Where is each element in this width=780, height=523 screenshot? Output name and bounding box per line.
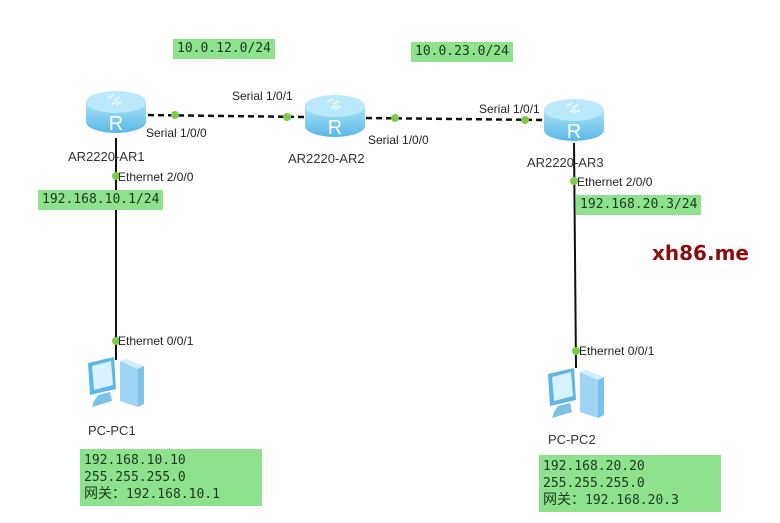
network-label-10-0-23: 10.0.23.0/24 <box>411 42 513 62</box>
gateway-label: 网关： <box>543 492 585 508</box>
router-ar3[interactable]: R <box>542 96 606 143</box>
pc1-config-block: 192.168.10.10 255.255.255.0 网关：192.168.1… <box>80 449 262 506</box>
port-dot <box>112 337 120 345</box>
pc2-config-block: 192.168.20.20 255.255.255.0 网关：192.168.2… <box>539 455 721 512</box>
ethernet-link-ar3-pc2[interactable] <box>573 142 577 369</box>
pc-name-pc2: PC-PC2 <box>548 432 596 447</box>
ip-label-ar1-lan: 192.168.10.1/24 <box>38 190 164 210</box>
gateway-label: 网关： <box>84 486 126 502</box>
pc1-gateway-row: 网关：192.168.10.1 <box>84 486 258 503</box>
pc-pc1[interactable] <box>84 355 148 415</box>
port-dot <box>171 111 179 119</box>
pc-name-pc1: PC-PC1 <box>88 423 136 438</box>
router-icon: R <box>544 99 604 143</box>
pc1-mask: 255.255.255.0 <box>84 470 186 485</box>
router-icon: R <box>86 91 146 135</box>
network-label-10-0-12: 10.0.12.0/24 <box>173 39 275 59</box>
interface-label-ar3-s101: Serial 1/0/1 <box>479 102 540 116</box>
svg-text:R: R <box>328 117 342 138</box>
svg-text:R: R <box>567 121 581 142</box>
serial-link-ar1-ar2[interactable] <box>147 113 307 119</box>
interface-label-ar1-s100: Serial 1/0/0 <box>146 126 207 140</box>
port-dot <box>391 114 399 122</box>
interface-label-ar2-s101: Serial 1/0/1 <box>232 89 293 103</box>
pc2-mask: 255.255.255.0 <box>543 476 645 491</box>
router-ar2[interactable]: R <box>303 92 367 139</box>
interface-label-ar3-e200: Ethernet 2/0/0 <box>577 175 653 189</box>
interface-label-ar1-e200: Ethernet 2/0/0 <box>118 170 194 184</box>
port-dot <box>112 172 120 180</box>
router-name-ar1: AR2220-AR1 <box>68 149 145 164</box>
interface-label-ar2-s100: Serial 1/0/0 <box>368 133 429 147</box>
pc-pc2[interactable] <box>544 366 608 426</box>
interface-label-pc1-e001: Ethernet 0/0/1 <box>118 334 194 348</box>
port-dot <box>572 347 580 355</box>
pc1-ip: 192.168.10.10 <box>84 453 186 468</box>
pc2-ip: 192.168.20.20 <box>543 459 645 474</box>
port-dot <box>521 116 529 124</box>
pc2-gateway-row: 网关：192.168.20.3 <box>543 492 717 509</box>
pc-icon <box>548 368 604 418</box>
router-icon: R <box>305 95 365 139</box>
router-name-ar3: AR2220-AR3 <box>527 155 604 170</box>
port-dot <box>283 113 291 121</box>
port-dot <box>570 177 578 185</box>
router-name-ar2: AR2220-AR2 <box>288 151 365 166</box>
ip-label-ar3-lan: 192.168.20.3/24 <box>576 195 702 215</box>
router-ar1[interactable]: R <box>84 88 148 135</box>
pc2-gateway: 192.168.20.3 <box>585 493 679 508</box>
watermark: xh86.me <box>652 241 749 265</box>
pc-icon <box>88 357 144 407</box>
interface-label-pc2-e001: Ethernet 0/0/1 <box>579 344 655 358</box>
pc1-gateway: 192.168.10.1 <box>126 487 220 502</box>
svg-text:R: R <box>109 113 123 134</box>
